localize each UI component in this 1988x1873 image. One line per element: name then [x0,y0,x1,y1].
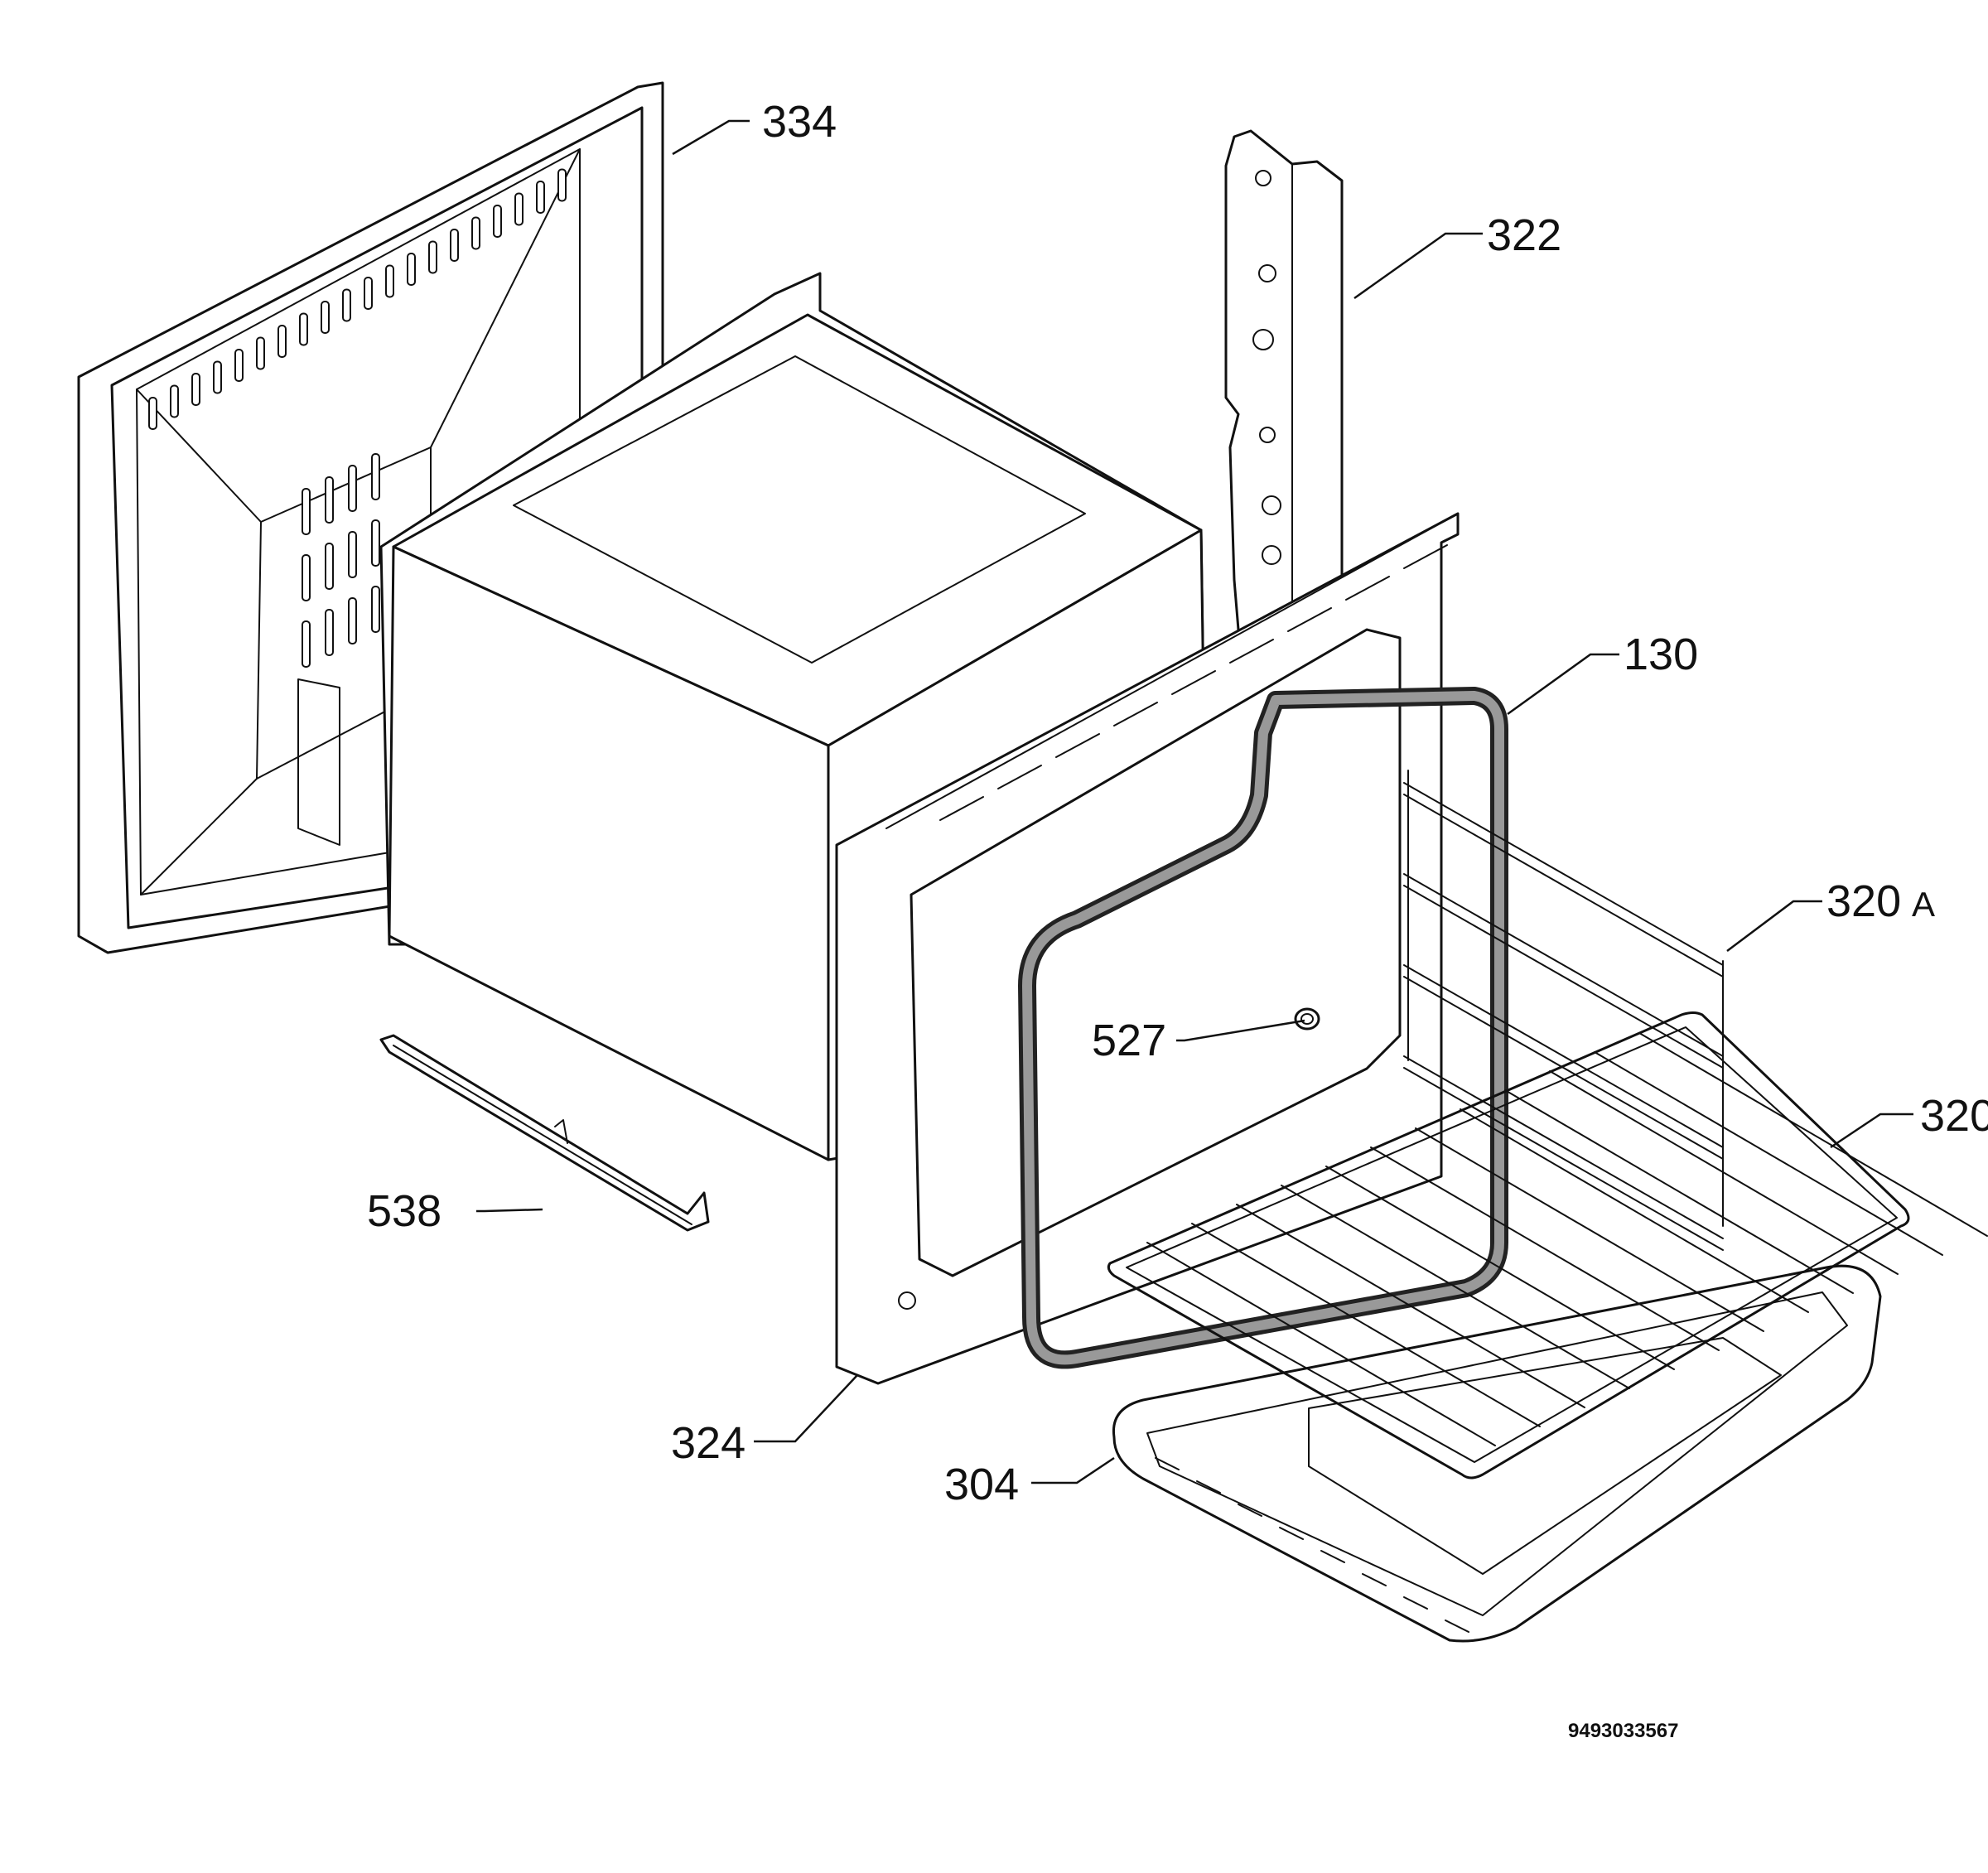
callout-334: 334 [762,97,837,147]
rim-slot [1445,1620,1469,1633]
vent-slot [148,397,157,430]
vent-slot [170,384,179,418]
vent-slot [325,543,334,590]
vent-slot [1113,702,1158,727]
leader-lines [476,119,1913,1484]
vent-slot [364,277,373,310]
vent-slot [557,168,567,202]
rear-vent-slots [148,168,567,668]
vent-slot [371,586,380,633]
vent-slot [348,531,357,578]
rack-wire [1403,964,1724,1148]
document-number: 9493033567 [1568,1720,1678,1742]
vent-slot [514,192,524,226]
shelf-support-320a [1403,770,1724,1251]
rack-wire [1403,794,1724,978]
callout-320a: 320 [1826,876,1901,926]
shelf-rod [1415,1127,1764,1332]
shelf-rod [1638,1032,1988,1237]
shelf-rod [1281,1185,1630,1389]
vent-slot [1403,544,1448,569]
callout-304: 304 [944,1460,1019,1509]
rack-wire [1403,885,1724,1069]
rim-slot [1362,1573,1387,1586]
callout-320: 320 [1920,1091,1988,1141]
callout-527: 527 [1092,1016,1166,1065]
vent-slot [1229,639,1274,664]
vent-slot [428,240,437,274]
vent-slot [325,476,334,524]
vent-slot [302,620,311,668]
callout-130: 130 [1624,630,1698,679]
vent-slot [191,373,200,406]
rack-wire [1403,782,1724,966]
vent-slot [302,554,311,601]
vent-slot [234,349,244,382]
rack-wire [1403,873,1724,1057]
vent-slot [939,796,984,821]
vent-slot [1055,733,1100,758]
shelf-rod [1146,1242,1496,1446]
shelf-rod [1191,1223,1541,1427]
baking-tray-304 [1112,1264,1882,1643]
vent-slot [1345,576,1390,601]
rack-wire [1403,1055,1724,1239]
vent-slot [348,465,357,512]
wire-shelf-320 [1107,1011,1988,1480]
rim-slot [1155,1457,1180,1470]
vent-slot [1171,670,1216,695]
callout-538: 538 [367,1186,442,1236]
vent-slot [299,312,308,346]
tray-rim-slots [1155,1457,1469,1633]
shelf-rod [1460,1108,1809,1313]
shelf-rod [1325,1166,1675,1370]
vent-slot [407,253,416,286]
shelf-rod [1370,1146,1720,1351]
callout-324: 324 [671,1418,746,1468]
vent-slot [325,609,334,656]
vent-slot [256,336,265,370]
vent-slot [385,264,394,298]
rim-slot [1238,1504,1262,1517]
vent-slot [471,216,480,250]
rim-slot [1320,1550,1345,1563]
vent-slot [1287,607,1332,632]
door-seal-130 [1018,687,1508,1369]
rack-upright [1407,770,1724,1227]
vent-slot [450,229,459,262]
vent-slot [213,360,222,394]
vent-slot [321,301,330,334]
rim-slot [1403,1596,1428,1610]
shelf-rod [1504,1089,1854,1294]
vent-slot [997,765,1042,789]
shelf-rod [1594,1051,1943,1256]
lamp-holder-527 [1294,1007,1320,1031]
bottom-strip-538 [379,1034,710,1232]
rack-wire [1403,976,1724,1160]
vent-slot [536,181,545,214]
vent-slot [371,519,380,567]
shelf-rod [1236,1204,1585,1408]
callout-320a-suffix: A [1912,885,1935,924]
rim-slot [1196,1480,1221,1494]
rim-slot [1279,1527,1304,1540]
vent-slot [342,288,351,322]
shelf-rod [1549,1070,1899,1275]
callout-322: 322 [1487,210,1561,260]
vent-slot [371,453,380,500]
vent-slot [348,597,357,644]
vent-slot [493,205,502,238]
vent-slot [277,325,287,358]
rack-wire [1403,1067,1724,1251]
vent-slot [302,488,311,535]
frame-vent-slots [939,544,1448,821]
